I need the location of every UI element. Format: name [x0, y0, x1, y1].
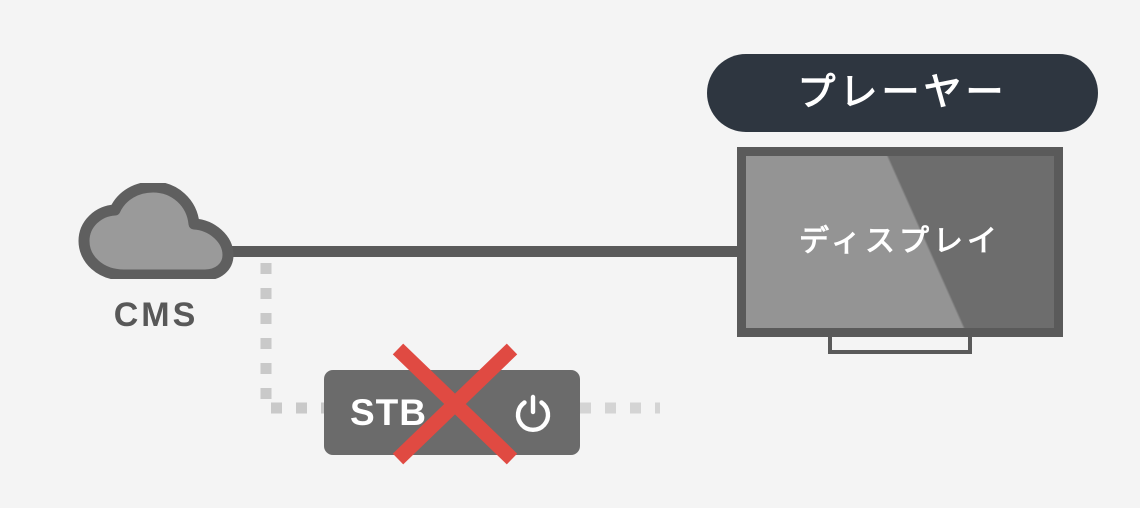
stb-label: STB: [350, 392, 427, 433]
display-label: ディスプレイ: [799, 225, 1001, 258]
player-badge: プレーヤー: [707, 54, 1098, 132]
connector-cms-to-display: [206, 246, 740, 257]
connector-cms-to-stb: [260, 263, 324, 414]
display-screen: ディスプレイ: [746, 156, 1054, 328]
display-stand: [828, 337, 972, 354]
power-icon: [515, 394, 551, 432]
cms-label: CMS: [113, 296, 199, 334]
player-badge-label: プレーヤー: [797, 72, 1008, 114]
cloud-icon: [78, 183, 234, 279]
display-monitor: ディスプレイ: [737, 147, 1063, 337]
red-cross-icon: [392, 343, 518, 465]
